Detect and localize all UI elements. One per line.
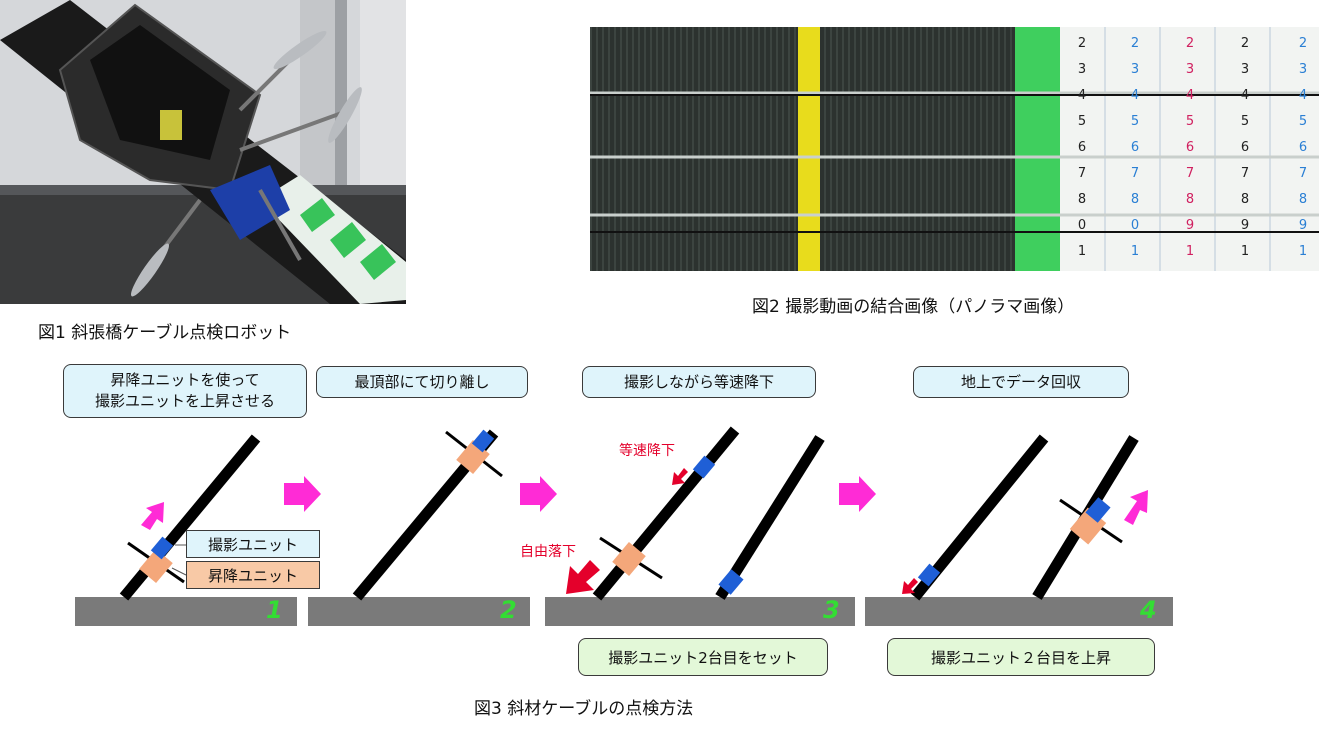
scale-digit: 0	[1077, 218, 1087, 233]
step-3-line1: 撮影しながら等速降下	[623, 372, 774, 391]
scale-digit: 5	[1185, 114, 1195, 129]
scale-digit: 6	[1240, 140, 1250, 155]
camera-unit-3-second	[718, 569, 744, 595]
camera-unit-4-ground	[917, 563, 941, 587]
scale-digit: 3	[1185, 62, 1195, 77]
panorama-scale-col1: 2 3 4 5 6 7 8 0 1	[1075, 31, 1089, 265]
lift-unit-1	[127, 541, 185, 584]
scale-digit: 2	[1185, 36, 1195, 51]
scale-digit: 6	[1077, 140, 1087, 155]
scale-digit: 7	[1130, 166, 1140, 181]
scale-digit: 8	[1298, 192, 1308, 207]
scale-digit: 3	[1240, 62, 1250, 77]
scale-digit: 5	[1077, 114, 1087, 129]
legend-camera-unit: 撮影ユニット	[186, 530, 320, 558]
scale-digit: 1	[1130, 244, 1140, 259]
up-arrow-icon-1	[141, 502, 164, 530]
scale-digit: 9	[1298, 218, 1308, 233]
scale-digit: 1	[1240, 244, 1250, 259]
robot-photo	[0, 0, 406, 304]
free-fall-arrow-icon	[566, 560, 600, 594]
step-number-4: 4	[1140, 596, 1157, 624]
scale-digit: 2	[1077, 36, 1087, 51]
camera-unit-4-rising	[1085, 497, 1111, 523]
free-fall-label: 自由落下	[520, 544, 576, 560]
scale-digit: 4	[1298, 88, 1308, 103]
up-arrow-icon-4	[1124, 490, 1148, 525]
next-arrow-icon-3	[839, 476, 876, 512]
scale-digit: 5	[1130, 114, 1140, 129]
panorama-scale-col5: 2 3 4 5 6 7 8 9 1	[1296, 31, 1310, 265]
panorama-graphic	[590, 27, 1319, 271]
step-number-3: 3	[823, 596, 840, 624]
step-1-box: 昇降ユニットを使って 撮影ユニットを上昇させる	[63, 364, 307, 418]
scale-digit: 6	[1185, 140, 1195, 155]
ground-bar-2	[308, 597, 530, 626]
scale-digit: 7	[1240, 166, 1250, 181]
scale-digit: 7	[1185, 166, 1195, 181]
scale-digit: 2	[1240, 36, 1250, 51]
scale-digit: 6	[1130, 140, 1140, 155]
scale-digit: 9	[1185, 218, 1195, 233]
small-down-arrow-icon	[902, 578, 918, 594]
step-1-line1: 昇降ユニットを使って	[110, 371, 260, 389]
step-4-note: 撮影ユニット２台目を上昇	[887, 638, 1155, 676]
fig3-caption: 図3 斜材ケーブルの点検方法	[474, 699, 694, 719]
next-arrow-icon-1	[284, 476, 321, 512]
cable-3b	[715, 435, 825, 600]
scale-digit: 4	[1130, 88, 1140, 103]
step-4-box: 地上でデータ回収	[913, 366, 1129, 398]
scale-digit: 0	[1130, 218, 1140, 233]
step-2-line1: 最頂部にて切り離し	[354, 372, 490, 391]
scale-digit: 6	[1298, 140, 1308, 155]
scale-digit: 8	[1185, 192, 1195, 207]
scale-digit: 4	[1077, 88, 1087, 103]
fig1-caption: 図1 斜張橋ケーブル点検ロボット	[38, 323, 292, 343]
panorama-scale-col3: 2 3 4 5 6 7 8 9 1	[1183, 31, 1197, 265]
step-number-1: 1	[266, 596, 283, 624]
scale-digit: 7	[1298, 166, 1308, 181]
scale-digit: 1	[1298, 244, 1308, 259]
step-2-box: 最頂部にて切り離し	[316, 366, 528, 398]
panorama-image: 2 3 4 5 6 7 8 0 1 2 3 4 5 6 7 8 0 1 2 3 …	[590, 27, 1319, 271]
scale-digit: 5	[1240, 114, 1250, 129]
scale-digit: 1	[1077, 244, 1087, 259]
ground-bar-3	[545, 597, 855, 626]
fig2-caption: 図2 撮影動画の結合画像（パノラマ画像）	[752, 297, 1075, 317]
step-number-2: 2	[500, 596, 517, 624]
scale-digit: 1	[1185, 244, 1195, 259]
constant-descent-label: 等速降下	[619, 443, 675, 459]
step-1-line2: 撮影ユニットを上昇させる	[94, 392, 275, 410]
legend-lift-unit: 昇降ユニット	[186, 561, 320, 589]
scale-digit: 3	[1298, 62, 1308, 77]
camera-unit-3-descending	[692, 455, 716, 479]
scale-digit: 7	[1077, 166, 1087, 181]
step-4-line1: 地上でデータ回収	[960, 372, 1081, 391]
cable-3a	[592, 426, 740, 601]
scale-digit: 9	[1240, 218, 1250, 233]
robot-photo-graphic	[0, 0, 406, 304]
descent-arrow-icon	[672, 468, 688, 485]
lift-unit-3-falling	[599, 536, 663, 580]
camera-unit-1	[150, 536, 174, 560]
ground-bar-4	[865, 597, 1173, 626]
step-3-note: 撮影ユニット2台目をセット	[578, 638, 828, 676]
camera-unit-2	[471, 429, 495, 453]
next-arrow-icon-2	[520, 476, 557, 512]
scale-digit: 5	[1298, 114, 1308, 129]
scale-digit: 4	[1240, 88, 1250, 103]
scale-digit: 8	[1077, 192, 1087, 207]
scale-digit: 3	[1130, 62, 1140, 77]
step-3-box: 撮影しながら等速降下	[582, 366, 816, 398]
scale-digit: 2	[1298, 36, 1308, 51]
panorama-scale-col4: 2 3 4 5 6 7 8 9 1	[1238, 31, 1252, 265]
scale-digit: 8	[1130, 192, 1140, 207]
scale-digit: 2	[1130, 36, 1140, 51]
ground-bar-1	[75, 597, 297, 626]
scale-digit: 8	[1240, 192, 1250, 207]
scale-digit: 4	[1185, 88, 1195, 103]
scale-digit: 3	[1077, 62, 1087, 77]
panorama-scale-col2: 2 3 4 5 6 7 8 0 1	[1128, 31, 1142, 265]
